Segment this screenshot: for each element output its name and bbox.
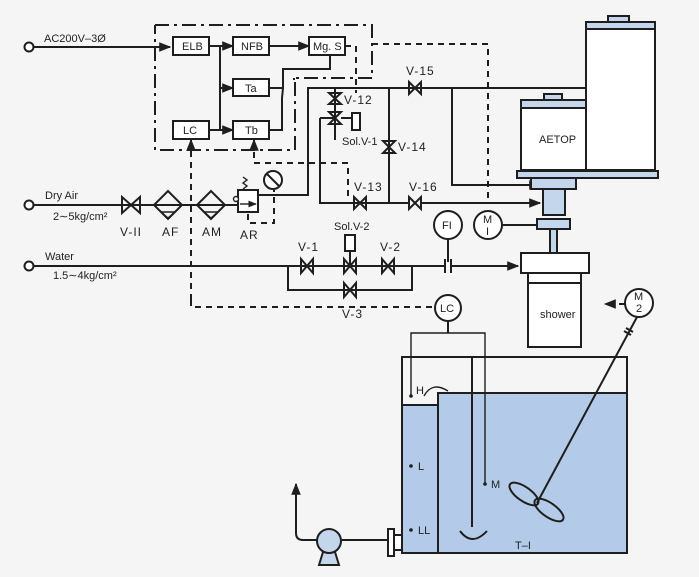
v14-label: V-14 xyxy=(398,140,427,154)
flow-indicator: FI xyxy=(433,210,463,262)
v15-label: V-15 xyxy=(406,64,435,78)
motor-m1: M I xyxy=(473,210,537,240)
mgs-label: Mg. S xyxy=(313,41,342,53)
v16-label: V-16 xyxy=(409,180,438,194)
ar-label: AR xyxy=(240,228,259,242)
dry-air-label: Dry Air xyxy=(45,190,78,202)
level-h-label: H xyxy=(416,385,424,397)
water-label: Water xyxy=(45,251,74,263)
tank-label: T–I xyxy=(515,540,531,552)
tank-flange-icon xyxy=(387,528,403,557)
valve-v16-icon xyxy=(408,194,422,212)
valve-v15-icon xyxy=(408,79,422,97)
valve-solv1-icon xyxy=(326,111,361,131)
m2-label-bottom: 2 xyxy=(636,303,642,315)
fi-label: FI xyxy=(442,220,452,232)
aetop-unit: AETOP xyxy=(516,15,659,254)
elb-label: ELB xyxy=(182,41,203,53)
pump-icon xyxy=(316,528,342,566)
m2-label-top: M xyxy=(634,291,643,303)
level-l-label: L xyxy=(418,461,424,473)
v13-label: V-13 xyxy=(354,180,383,194)
air-mist-filter-icon xyxy=(195,189,227,221)
pressure-gauge-icon xyxy=(263,170,283,190)
v2-label: V-2 xyxy=(380,240,401,254)
pump-outlet xyxy=(291,482,403,566)
dry-air-line: Dry Air 2∼5kg/cm² V-II AF AM AR xyxy=(23,87,608,242)
af-label: AF xyxy=(162,225,179,239)
valve-v1-icon xyxy=(300,256,314,276)
power-input: AC200V–3Ø xyxy=(23,33,172,53)
dry-air-pressure: 2∼5kg/cm² xyxy=(53,211,108,223)
tank-t1: M H L LL T–I xyxy=(401,316,638,554)
control-panel: ELB NFB Mg. S Ta LC Tb xyxy=(154,24,489,300)
valve-v12-icon xyxy=(326,92,344,105)
water-line: Water 1.5∼4kg/cm² V-1 Sol.V-2 V-2 V-3 xyxy=(23,221,520,321)
v1-label: V-1 xyxy=(298,240,319,254)
valve-v14-icon xyxy=(380,140,398,154)
v11-label: V-II xyxy=(120,225,142,239)
aetop-label: AETOP xyxy=(539,134,576,146)
shower-unit: shower xyxy=(520,252,590,348)
air-regulator-icon xyxy=(232,176,259,213)
agitator-impeller-icon xyxy=(508,481,565,523)
valve-v2-icon xyxy=(381,256,395,276)
power-label: AC200V–3Ø xyxy=(44,33,106,45)
valve-manifold: V-12 Sol.V-1 V-14 V-15 V-13 V-16 xyxy=(308,64,542,212)
tb-label: Tb xyxy=(245,125,258,137)
am-label: AM xyxy=(202,225,222,239)
m1-label-bottom: I xyxy=(486,226,489,238)
v3-label: V-3 xyxy=(342,307,363,321)
solv1-label: Sol.V-1 xyxy=(342,136,377,148)
valve-v3-icon xyxy=(343,280,357,300)
lc-instr-label: LC xyxy=(440,303,454,315)
v12-label: V-12 xyxy=(344,93,373,107)
level-m-label: M xyxy=(491,479,500,491)
valve-v13-icon xyxy=(353,194,367,212)
valve-v11-icon xyxy=(121,194,141,216)
shower-label: shower xyxy=(540,309,576,321)
nfb-label: NFB xyxy=(241,41,263,53)
water-pressure: 1.5∼4kg/cm² xyxy=(53,270,117,282)
motor-m2: M 2 xyxy=(603,288,654,318)
valve-solv2-icon xyxy=(343,234,357,276)
solv2-label: Sol.V-2 xyxy=(334,221,369,233)
air-filter-icon xyxy=(152,189,184,221)
m1-label-top: M xyxy=(483,214,492,226)
level-ll-label: LL xyxy=(418,525,430,537)
ta-label: Ta xyxy=(245,83,258,95)
level-controller: LC xyxy=(190,294,462,333)
lc-ctrl-label: LC xyxy=(183,125,197,137)
